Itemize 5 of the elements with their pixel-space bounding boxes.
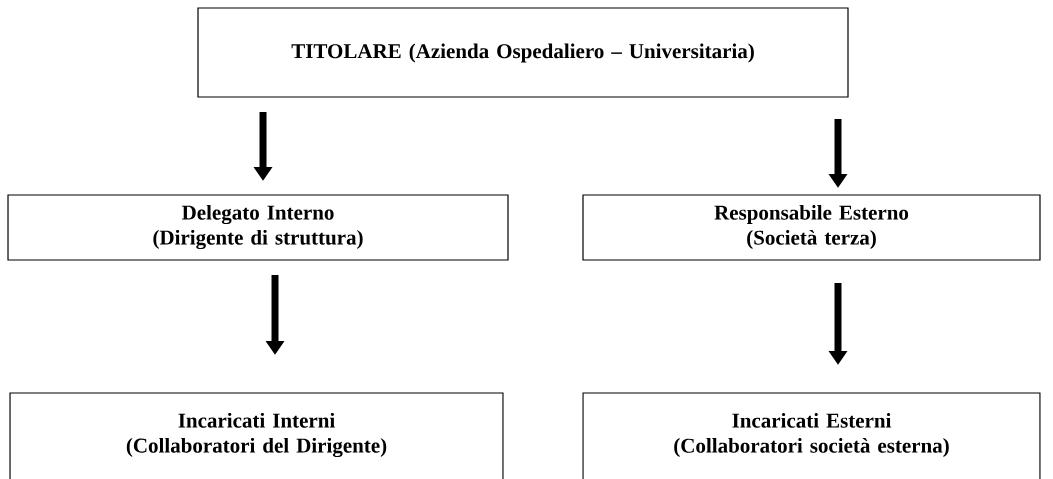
org-box: Incaricati Interni (Collaboratori del Dirigente) — [9, 392, 504, 479]
org-box: TITOLARE (Azienda Ospedaliero – Universitaria) — [197, 7, 849, 98]
org-box: Delegato Interno (Dirigente di struttura) — [7, 194, 509, 261]
org-box: Responsabile Esterno (Società terza) — [582, 194, 1041, 261]
org-box: Incaricati Esterni (Collaboratori società esterna) — [582, 392, 1041, 479]
